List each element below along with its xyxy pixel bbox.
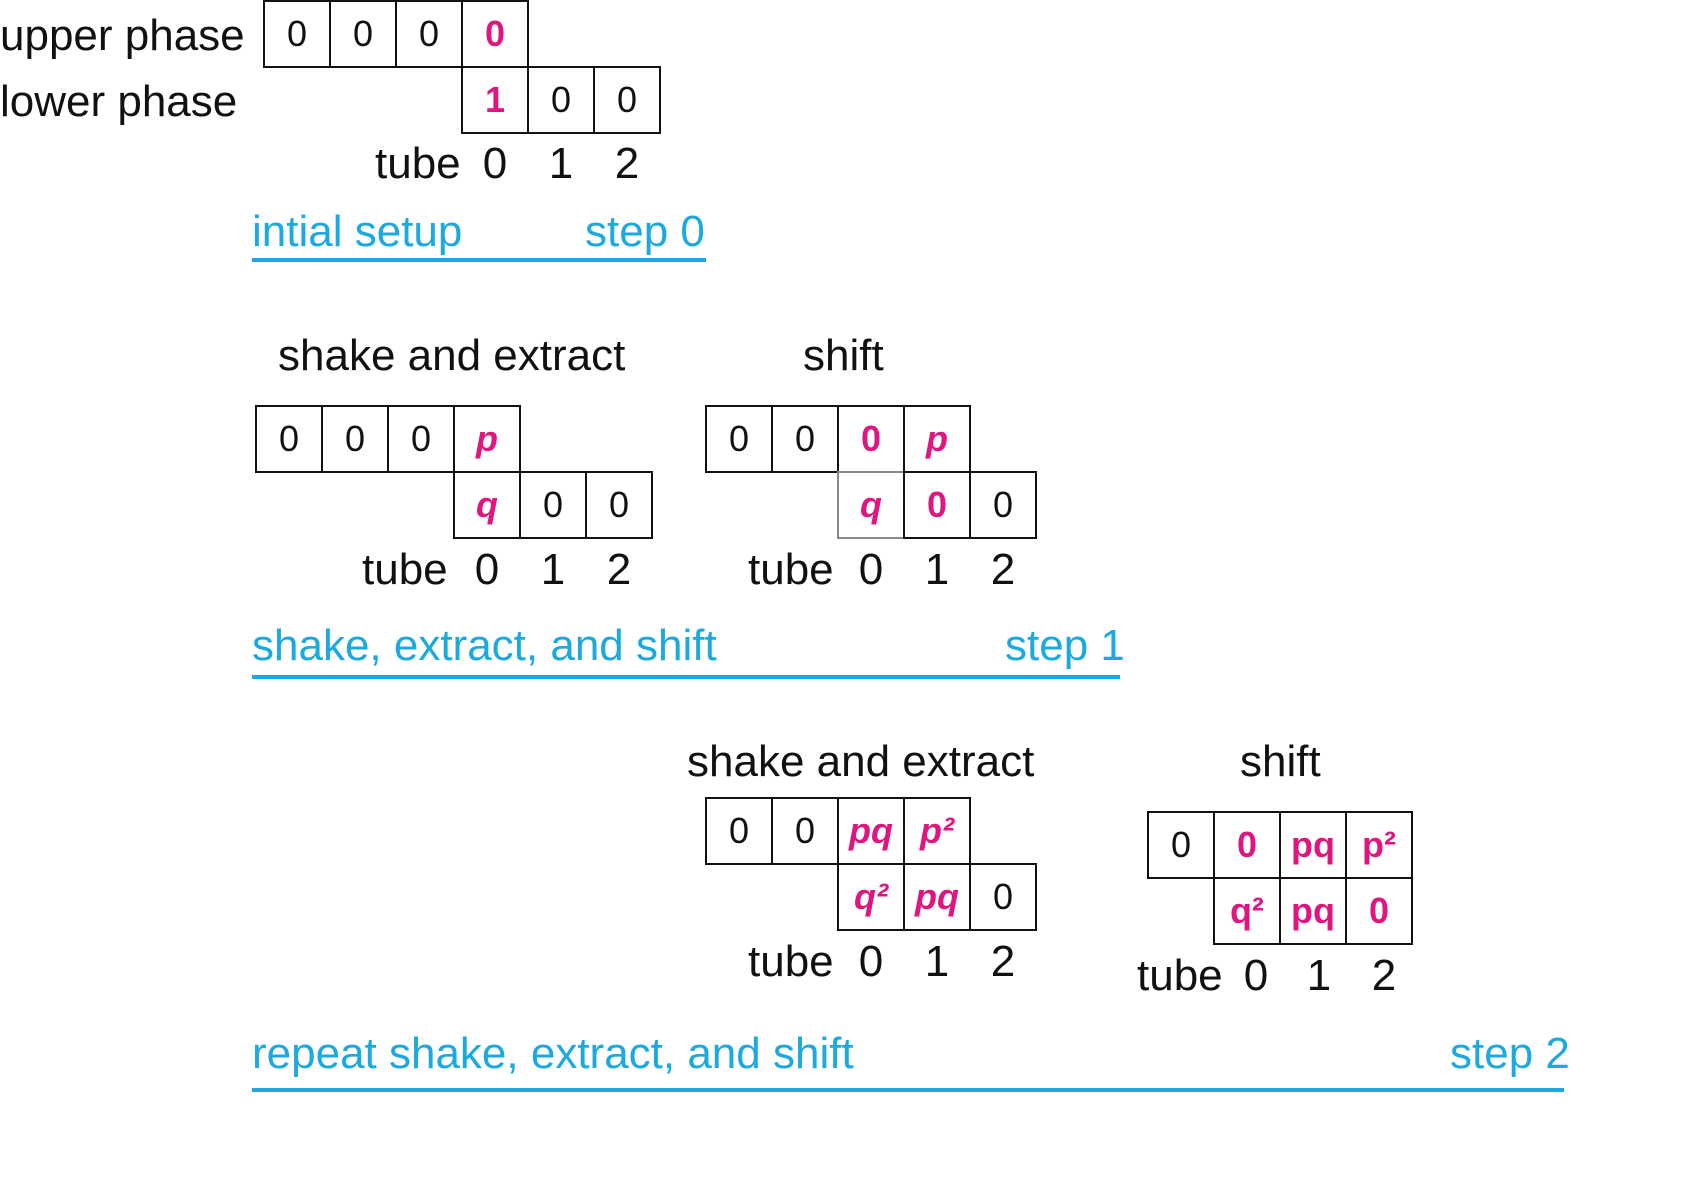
step1-extract-upper-cell: 0: [387, 405, 455, 473]
step1-extract-lower-cell: 0: [585, 471, 653, 539]
step1-extract-lower-cell: 0: [519, 471, 587, 539]
tube-number: 0: [858, 545, 884, 594]
tube-number: 0: [1243, 951, 1269, 1000]
tube-number: 0: [858, 937, 884, 986]
step1-shift-upper-cell: 0: [705, 405, 773, 473]
step0-lower-cell: 1: [461, 66, 529, 134]
tube-number: 1: [924, 545, 950, 594]
tube-number: 1: [548, 139, 574, 188]
step1-shift-lower-cell: 0: [903, 471, 971, 539]
step0-lower-cell: 0: [527, 66, 595, 134]
step2-shift-upper-cell: p²: [1345, 811, 1413, 879]
tube-number: 2: [1371, 951, 1397, 1000]
step0-caption: intial setup: [252, 207, 463, 256]
tube-number: 1: [924, 937, 950, 986]
step2-extract-title: shake and extract: [687, 737, 1035, 786]
step2-shift-lower-cell: pq: [1279, 877, 1347, 945]
step1-extract-upper-cell: 0: [321, 405, 389, 473]
tube-number: 1: [540, 545, 566, 594]
tube-number: 2: [614, 139, 640, 188]
tube-label: tube: [1137, 951, 1223, 1000]
step2-extract-upper-cell: 0: [771, 797, 839, 865]
upper-phase-label: upper phase: [0, 11, 245, 60]
step2-shift-title: shift: [1240, 737, 1321, 786]
step1-shift-upper-cell: p: [903, 405, 971, 473]
step1-shift-title: shift: [803, 331, 884, 380]
step0-upper-cell: 0: [395, 0, 463, 68]
step2-extract-upper-cell: p²: [903, 797, 971, 865]
step1-extract-lower-cell: q: [453, 471, 521, 539]
step2-extract-lower-cell: 0: [969, 863, 1037, 931]
tube-number: 2: [990, 545, 1016, 594]
step2-caption: repeat shake, extract, and shift: [252, 1029, 854, 1078]
tube-label: tube: [362, 545, 448, 594]
step1-shift-upper-cell: 0: [771, 405, 839, 473]
step2-shift-upper-cell: 0: [1147, 811, 1215, 879]
step1-shift-lower-cell: q: [837, 471, 905, 539]
step1-extract-upper-cell: 0: [255, 405, 323, 473]
step2-step-label: step 2: [1450, 1029, 1570, 1078]
tube-number: 1: [1306, 951, 1332, 1000]
step1-caption: shake, extract, and shift: [252, 621, 717, 670]
tube-number: 0: [474, 545, 500, 594]
step0-step-label: step 0: [585, 207, 705, 256]
step0-upper-cell: 0: [461, 0, 529, 68]
step2-extract-upper-cell: 0: [705, 797, 773, 865]
step2-underline: [252, 1088, 1564, 1092]
step0-lower-cell: 0: [593, 66, 661, 134]
tube-label: tube: [748, 545, 834, 594]
step1-shift-lower-cell: 0: [969, 471, 1037, 539]
tube-number: 2: [990, 937, 1016, 986]
step2-extract-lower-cell: pq: [903, 863, 971, 931]
step0-upper-cell: 0: [329, 0, 397, 68]
step2-shift-lower-cell: q²: [1213, 877, 1281, 945]
step1-shift-upper-cell: 0: [837, 405, 905, 473]
lower-phase-label: lower phase: [0, 77, 238, 126]
tube-label: tube: [748, 937, 834, 986]
step1-underline: [252, 675, 1120, 679]
tube-number: 2: [606, 545, 632, 594]
step2-shift-lower-cell: 0: [1345, 877, 1413, 945]
step1-extract-title: shake and extract: [278, 331, 626, 380]
tube-label: tube: [375, 139, 461, 188]
step2-shift-upper-cell: 0: [1213, 811, 1281, 879]
step2-shift-upper-cell: pq: [1279, 811, 1347, 879]
step2-extract-upper-cell: pq: [837, 797, 905, 865]
step2-extract-lower-cell: q²: [837, 863, 905, 931]
step1-extract-upper-cell: p: [453, 405, 521, 473]
step0-upper-cell: 0: [263, 0, 331, 68]
step0-underline: [252, 258, 706, 262]
step1-step-label: step 1: [1005, 621, 1125, 670]
tube-number: 0: [482, 139, 508, 188]
